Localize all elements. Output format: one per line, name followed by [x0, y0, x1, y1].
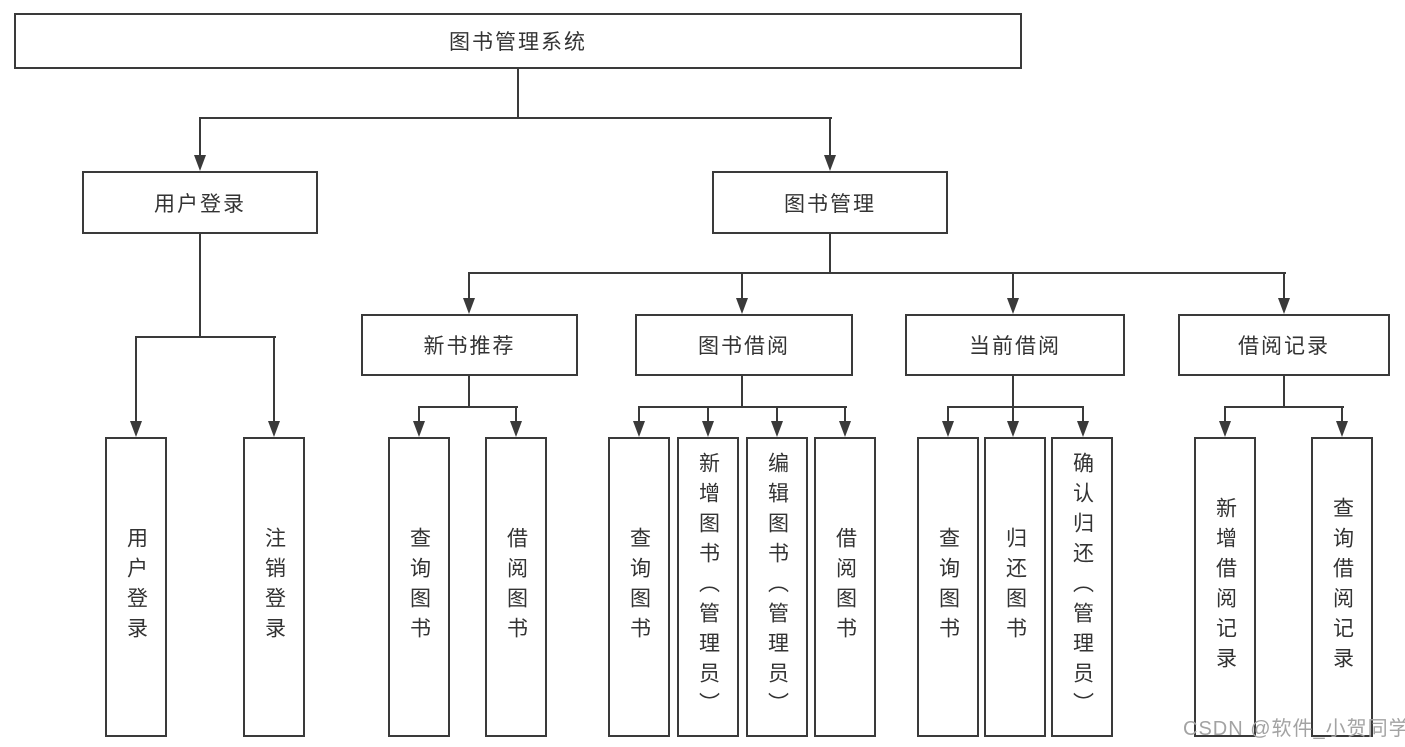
- node-recommend-query-books-label: 查询图书: [407, 527, 431, 647]
- node-user-login-label: 用户登录: [154, 192, 246, 216]
- connector-line: [1012, 272, 1014, 300]
- node-current-query-books-label: 查询图书: [936, 527, 960, 647]
- connector-line: [1224, 406, 1344, 408]
- node-root: 图书管理系统: [14, 13, 1022, 69]
- node-records-add-record-label: 新增借阅记录: [1213, 497, 1237, 677]
- node-new-book-recommend: 新书推荐: [361, 314, 578, 376]
- arrow-down-icon: [1336, 421, 1348, 437]
- connector-line: [135, 336, 137, 423]
- node-borrow-borrow-books-label: 借阅图书: [833, 527, 857, 647]
- node-current-confirm-return-admin: 确认归还（管理员）: [1051, 437, 1113, 737]
- node-current-confirm-return-admin-label: 确认归还（管理员）: [1070, 452, 1094, 722]
- connector-line: [638, 406, 640, 423]
- connector-line: [515, 406, 517, 423]
- node-current-return-books: 归还图书: [984, 437, 1046, 737]
- arrow-down-icon: [1007, 298, 1019, 314]
- node-records-query-record: 查询借阅记录: [1311, 437, 1373, 737]
- arrow-down-icon: [130, 421, 142, 437]
- node-records-add-record: 新增借阅记录: [1194, 437, 1256, 737]
- connector-line: [741, 272, 743, 300]
- connector-line: [741, 376, 743, 408]
- connector-line: [468, 272, 1286, 274]
- node-records-query-record-label: 查询借阅记录: [1330, 497, 1354, 677]
- arrow-down-icon: [702, 421, 714, 437]
- arrow-down-icon: [510, 421, 522, 437]
- node-borrow-edit-books-admin-label: 编辑图书（管理员）: [765, 452, 789, 722]
- node-book-borrow: 图书借阅: [635, 314, 853, 376]
- node-recommend-borrow-books-label: 借阅图书: [504, 527, 528, 647]
- arrow-down-icon: [1007, 421, 1019, 437]
- connector-line: [707, 406, 709, 423]
- connector-line: [1012, 406, 1014, 423]
- node-current-borrow-label: 当前借阅: [969, 335, 1061, 358]
- arrow-down-icon: [839, 421, 851, 437]
- connector-line: [1012, 376, 1014, 408]
- arrow-down-icon: [824, 155, 836, 171]
- connector-line: [199, 117, 201, 157]
- connector-line: [829, 117, 831, 157]
- connector-line: [1283, 272, 1285, 300]
- connector-line: [844, 406, 846, 423]
- connector-line: [418, 406, 518, 408]
- node-book-management: 图书管理: [712, 171, 948, 234]
- connector-line: [135, 336, 276, 338]
- node-recommend-borrow-books: 借阅图书: [485, 437, 547, 737]
- connector-line: [1224, 406, 1226, 423]
- connector-line: [1341, 406, 1343, 423]
- arrow-down-icon: [1278, 298, 1290, 314]
- arrow-down-icon: [942, 421, 954, 437]
- node-book-management-label: 图书管理: [784, 192, 876, 216]
- node-new-book-recommend-label: 新书推荐: [423, 335, 516, 358]
- node-borrow-edit-books-admin: 编辑图书（管理员）: [746, 437, 808, 737]
- node-root-label: 图书管理系统: [449, 31, 587, 54]
- node-login-user-label: 用户登录: [124, 527, 148, 647]
- node-borrow-add-books-admin-label: 新增图书（管理员）: [696, 452, 720, 722]
- connector-line: [829, 234, 831, 274]
- connector-line: [1283, 376, 1285, 408]
- node-borrow-borrow-books: 借阅图书: [814, 437, 876, 737]
- connector-line: [947, 406, 1084, 408]
- connector-line: [418, 406, 420, 423]
- node-borrow-query-books: 查询图书: [608, 437, 670, 737]
- connector-line: [273, 336, 275, 423]
- connector-line: [947, 406, 949, 423]
- arrow-down-icon: [736, 298, 748, 314]
- node-borrow-records: 借阅记录: [1178, 314, 1390, 376]
- arrow-down-icon: [1077, 421, 1089, 437]
- connector-line: [517, 69, 519, 119]
- arrow-down-icon: [463, 298, 475, 314]
- connector-line: [1082, 406, 1084, 423]
- arrow-down-icon: [413, 421, 425, 437]
- node-borrow-add-books-admin: 新增图书（管理员）: [677, 437, 739, 737]
- node-login-logout-label: 注销登录: [262, 527, 286, 647]
- connector-line: [776, 406, 778, 423]
- node-borrow-records-label: 借阅记录: [1238, 335, 1330, 358]
- node-borrow-query-books-label: 查询图书: [627, 527, 651, 647]
- connector-line: [199, 117, 832, 119]
- node-current-borrow: 当前借阅: [905, 314, 1125, 376]
- arrow-down-icon: [1219, 421, 1231, 437]
- connector-line: [468, 376, 470, 408]
- node-user-login: 用户登录: [82, 171, 318, 234]
- watermark: CSDN @软件_小贺同学: [1183, 718, 1405, 740]
- node-book-borrow-label: 图书借阅: [698, 335, 790, 358]
- node-login-logout: 注销登录: [243, 437, 305, 737]
- node-login-user: 用户登录: [105, 437, 167, 737]
- arrow-down-icon: [194, 155, 206, 171]
- connector-line: [468, 272, 470, 300]
- arrow-down-icon: [268, 421, 280, 437]
- node-current-return-books-label: 归还图书: [1003, 527, 1027, 647]
- arrow-down-icon: [771, 421, 783, 437]
- arrow-down-icon: [633, 421, 645, 437]
- node-current-query-books: 查询图书: [917, 437, 979, 737]
- node-recommend-query-books: 查询图书: [388, 437, 450, 737]
- connector-line: [199, 234, 201, 338]
- connector-line: [638, 406, 847, 408]
